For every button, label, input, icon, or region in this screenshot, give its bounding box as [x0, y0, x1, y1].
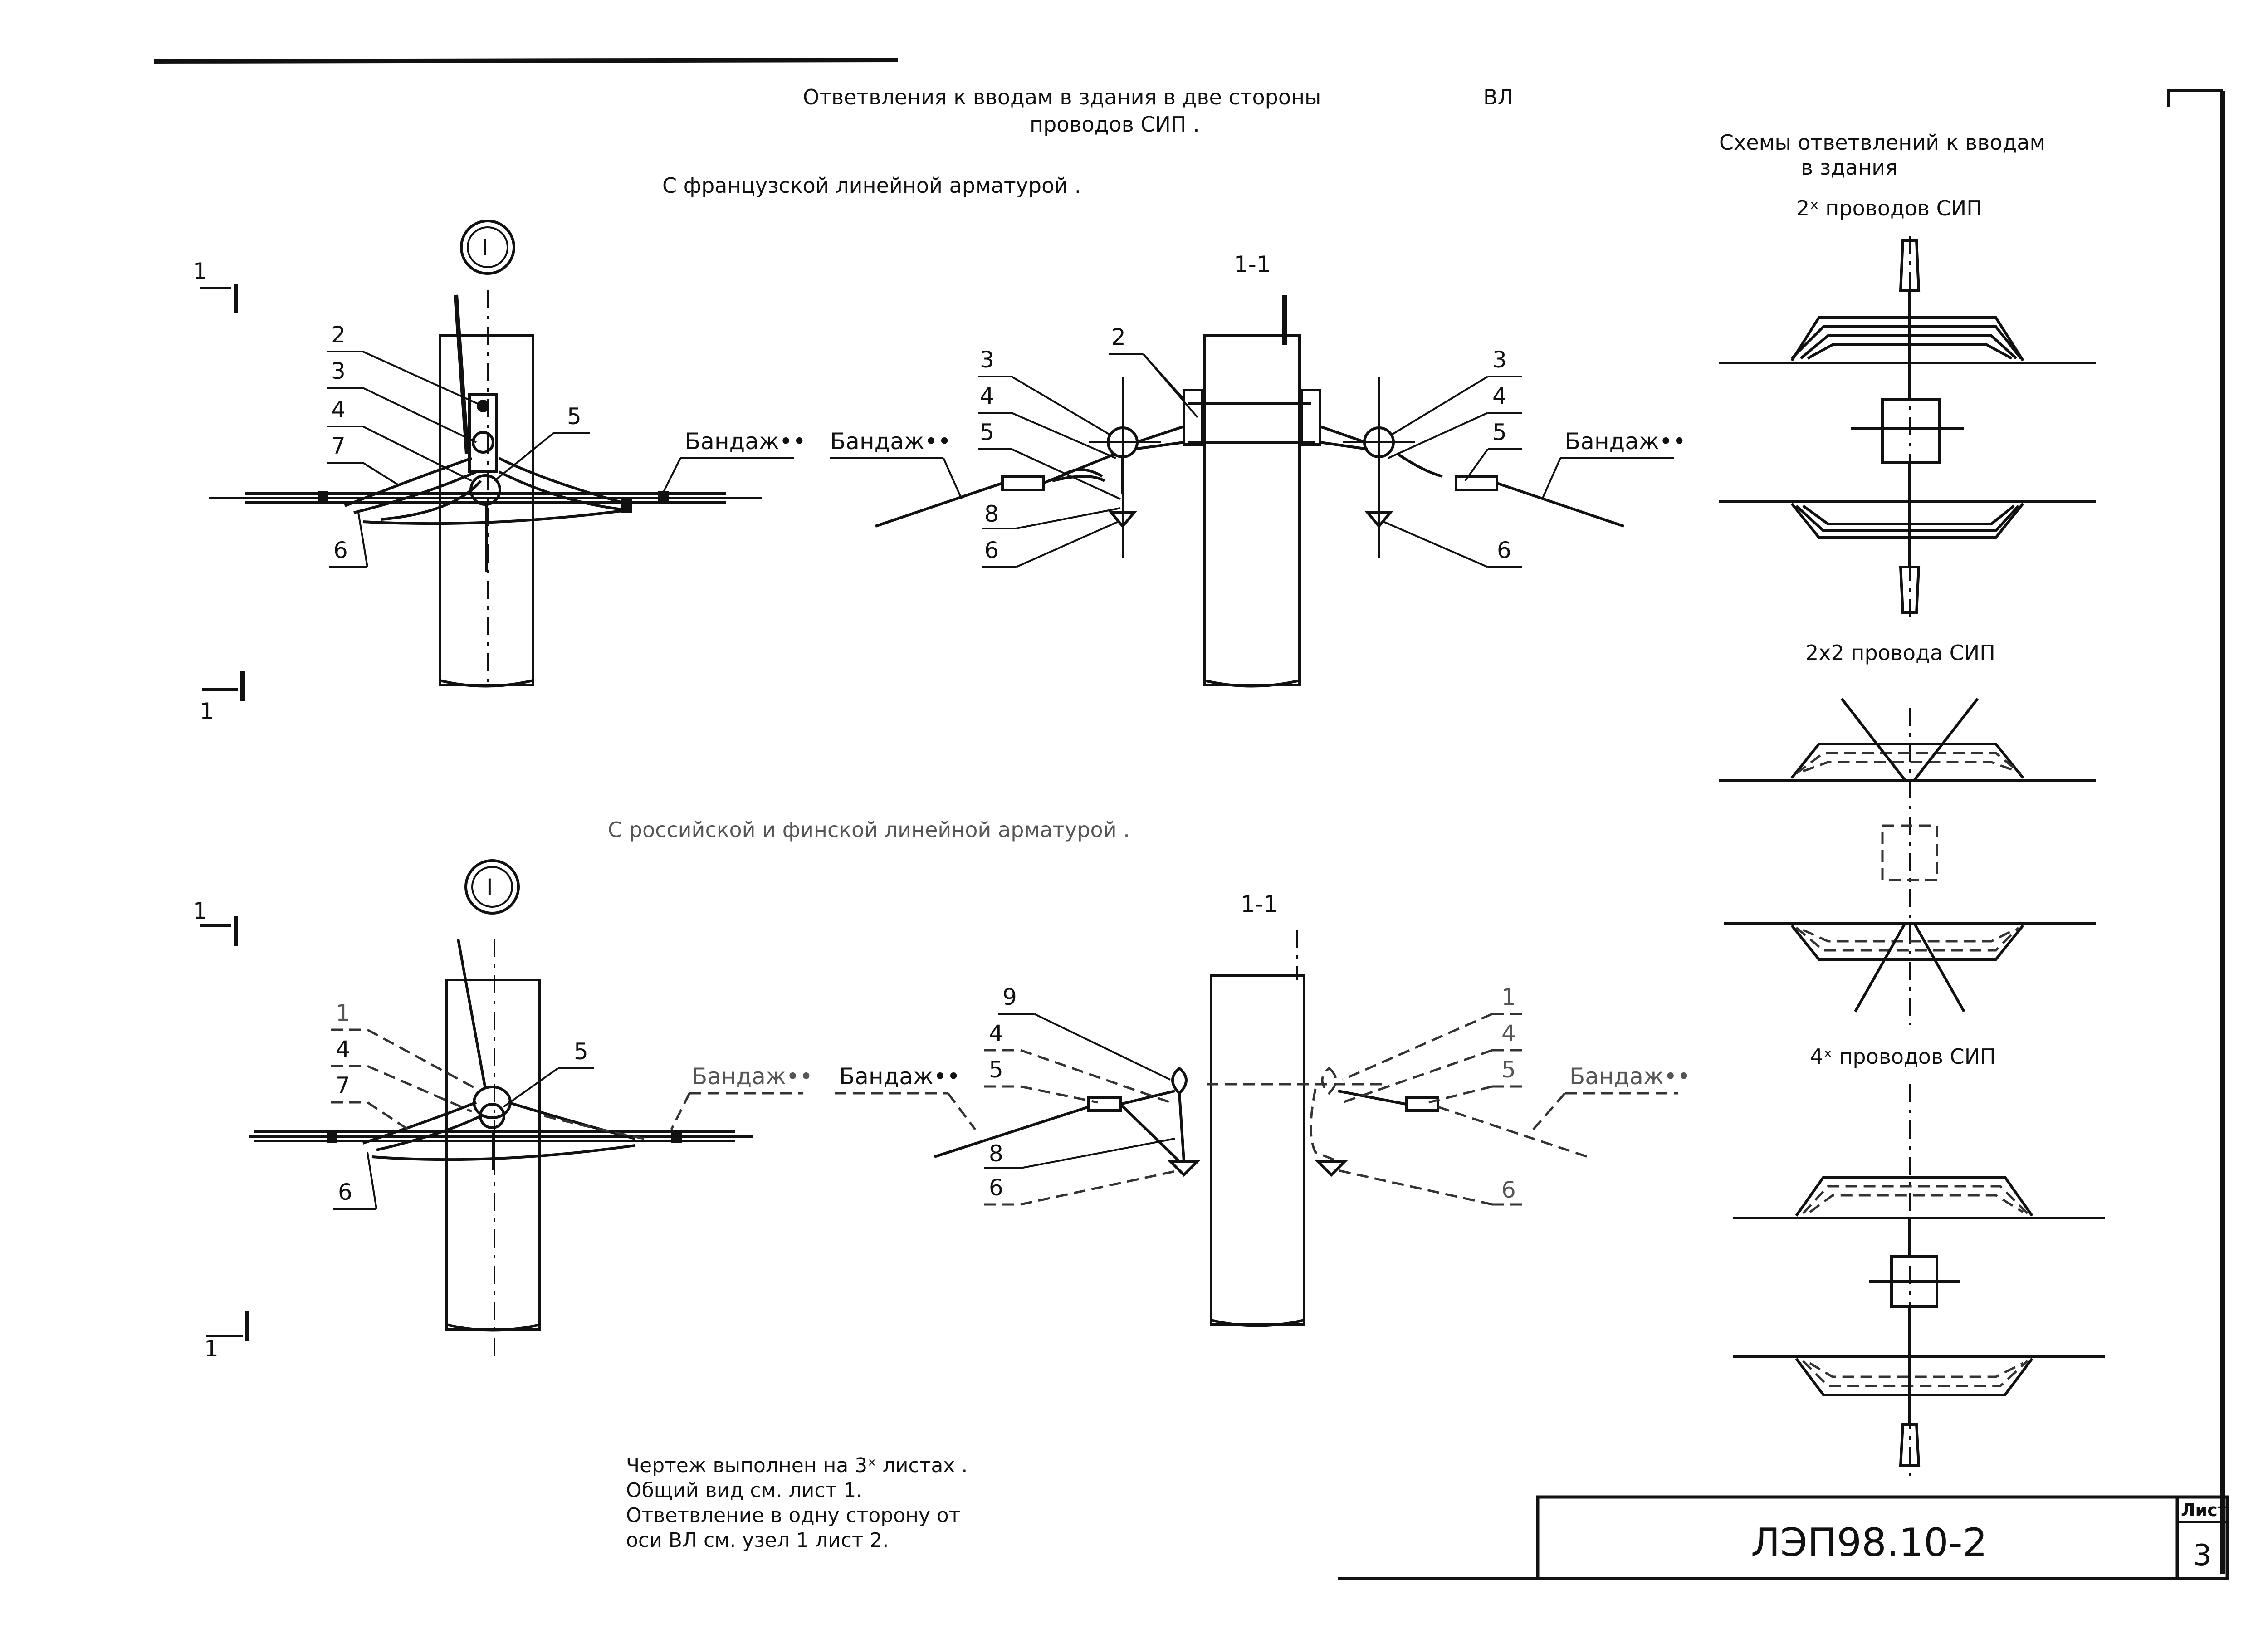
svg-text:3: 3 — [1492, 347, 1507, 373]
scheme-1-label: 2ˣ проводов СИП — [1796, 196, 1982, 220]
scheme-3-drawing — [1733, 1084, 2105, 1479]
svg-text:2: 2 — [331, 322, 346, 348]
svg-text:5: 5 — [574, 1038, 588, 1065]
callouts-section-french: 2 3 4 5 8 6 Бандаж•• 3 4 — [830, 324, 1686, 568]
callouts-section-russian: 9 4 5 8 6 Бандаж•• 1 4 5 — [835, 984, 1691, 1206]
sheet-label: Лист — [2181, 1500, 2228, 1520]
sheet-number: 3 — [2193, 1539, 2212, 1572]
section-french-caption: С французской линейной арматурой . — [662, 173, 1081, 198]
svg-text:7: 7 — [331, 433, 346, 459]
note-line-3: Ответвление в одну сторону от — [626, 1504, 960, 1527]
svg-text:8: 8 — [984, 501, 999, 527]
sheet-frame — [154, 58, 2225, 1580]
svg-text:6: 6 — [333, 537, 348, 563]
title-vl: ВЛ — [1483, 85, 1513, 109]
drawing-title: Ответвления к вводам в здания в две стор… — [803, 85, 1513, 137]
svg-text:Бандаж••: Бандаж•• — [1569, 1063, 1691, 1090]
title-line-1: Ответвления к вводам в здания в две стор… — [803, 85, 1321, 109]
drawing-code: ЛЭП98.10-2 — [1751, 1520, 1987, 1566]
cut-marker-top-left-2: 1 — [193, 898, 207, 924]
svg-text:6: 6 — [989, 1174, 1003, 1201]
svg-text:2: 2 — [1111, 324, 1126, 350]
title-block: ЛЭП98.10-2 Лист 3 — [1536, 1495, 2229, 1580]
svg-text:8: 8 — [989, 1140, 1003, 1167]
svg-text:4: 4 — [1492, 383, 1507, 409]
cut-marker-bottom-left: 1 — [200, 698, 214, 724]
svg-text:9: 9 — [1002, 984, 1017, 1010]
front-view-russian: I 1 1 1 4 7 — [193, 859, 813, 1362]
svg-text:3: 3 — [980, 347, 994, 373]
cut-marker-bottom-left-2: 1 — [204, 1336, 219, 1362]
svg-text:5: 5 — [1492, 419, 1507, 445]
svg-text:6: 6 — [1501, 1177, 1516, 1203]
section-russian-caption: С российской и финской линейной арматуро… — [608, 817, 1130, 842]
node-marker-top: I — [482, 235, 489, 261]
svg-text:Бандаж••: Бандаж•• — [692, 1063, 813, 1090]
section-view-russian: 1-1 9 4 5 8 6 — [835, 891, 1691, 1327]
callouts-front-french: 2 3 4 7 5 6 Бандаж•• — [327, 322, 806, 568]
svg-text:Бандаж••: Бандаж•• — [830, 428, 951, 455]
note-line-2: Общий вид см. лист 1. — [626, 1479, 862, 1502]
svg-text:4: 4 — [980, 383, 994, 409]
svg-text:3: 3 — [331, 358, 346, 384]
svg-text:Бандаж••: Бандаж•• — [839, 1063, 960, 1090]
scheme-2-label: 2х2 провода СИП — [1805, 641, 1995, 665]
svg-text:4: 4 — [336, 1036, 350, 1062]
svg-text:5: 5 — [567, 403, 582, 430]
callouts-front-russian: 1 4 7 5 6 Бандаж•• — [331, 1000, 813, 1210]
schemes-heading-2: в здания — [1801, 155, 1898, 180]
scheme-3-label: 4ˣ проводов СИП — [1810, 1044, 1996, 1069]
section-label-bottom: 1-1 — [1241, 891, 1278, 917]
note-line-1: Чертеж выполнен на 3ˣ листах . — [626, 1454, 968, 1477]
section-label-top: 1-1 — [1234, 251, 1271, 278]
svg-text:6: 6 — [1497, 537, 1511, 563]
svg-text:6: 6 — [984, 537, 999, 563]
svg-text:5: 5 — [989, 1057, 1003, 1083]
front-view-french: I 1 1 2 3 — [193, 220, 806, 724]
svg-text:4: 4 — [331, 396, 346, 423]
svg-text:Бандаж••: Бандаж•• — [1565, 428, 1686, 455]
title-line-2: проводов СИП . — [1030, 112, 1200, 137]
svg-text:5: 5 — [1501, 1057, 1516, 1083]
schemes-heading-1: Схемы ответвлений к вводам — [1719, 130, 2045, 155]
svg-text:4: 4 — [1501, 1020, 1516, 1047]
scheme-2-drawing — [1719, 698, 2096, 1025]
svg-text:1: 1 — [1501, 984, 1516, 1010]
svg-text:4: 4 — [989, 1020, 1003, 1047]
scheme-1-drawing — [1719, 236, 2096, 617]
branch-schemes: Схемы ответвлений к вводам в здания 2ˣ п… — [1719, 130, 2105, 1479]
node-marker-bottom: I — [486, 874, 493, 900]
section-view-french: 1-1 2 — [830, 251, 1686, 688]
svg-text:7: 7 — [336, 1072, 350, 1099]
notes-block: Чертеж выполнен на 3ˣ листах . Общий вид… — [626, 1454, 968, 1552]
svg-text:1: 1 — [336, 1000, 350, 1026]
svg-text:6: 6 — [338, 1179, 352, 1205]
svg-text:5: 5 — [980, 419, 994, 445]
cut-marker-top-left: 1 — [193, 258, 207, 284]
svg-text:Бандаж••: Бандаж•• — [685, 428, 806, 455]
note-line-4: оси ВЛ см. узел 1 лист 2. — [626, 1529, 889, 1552]
